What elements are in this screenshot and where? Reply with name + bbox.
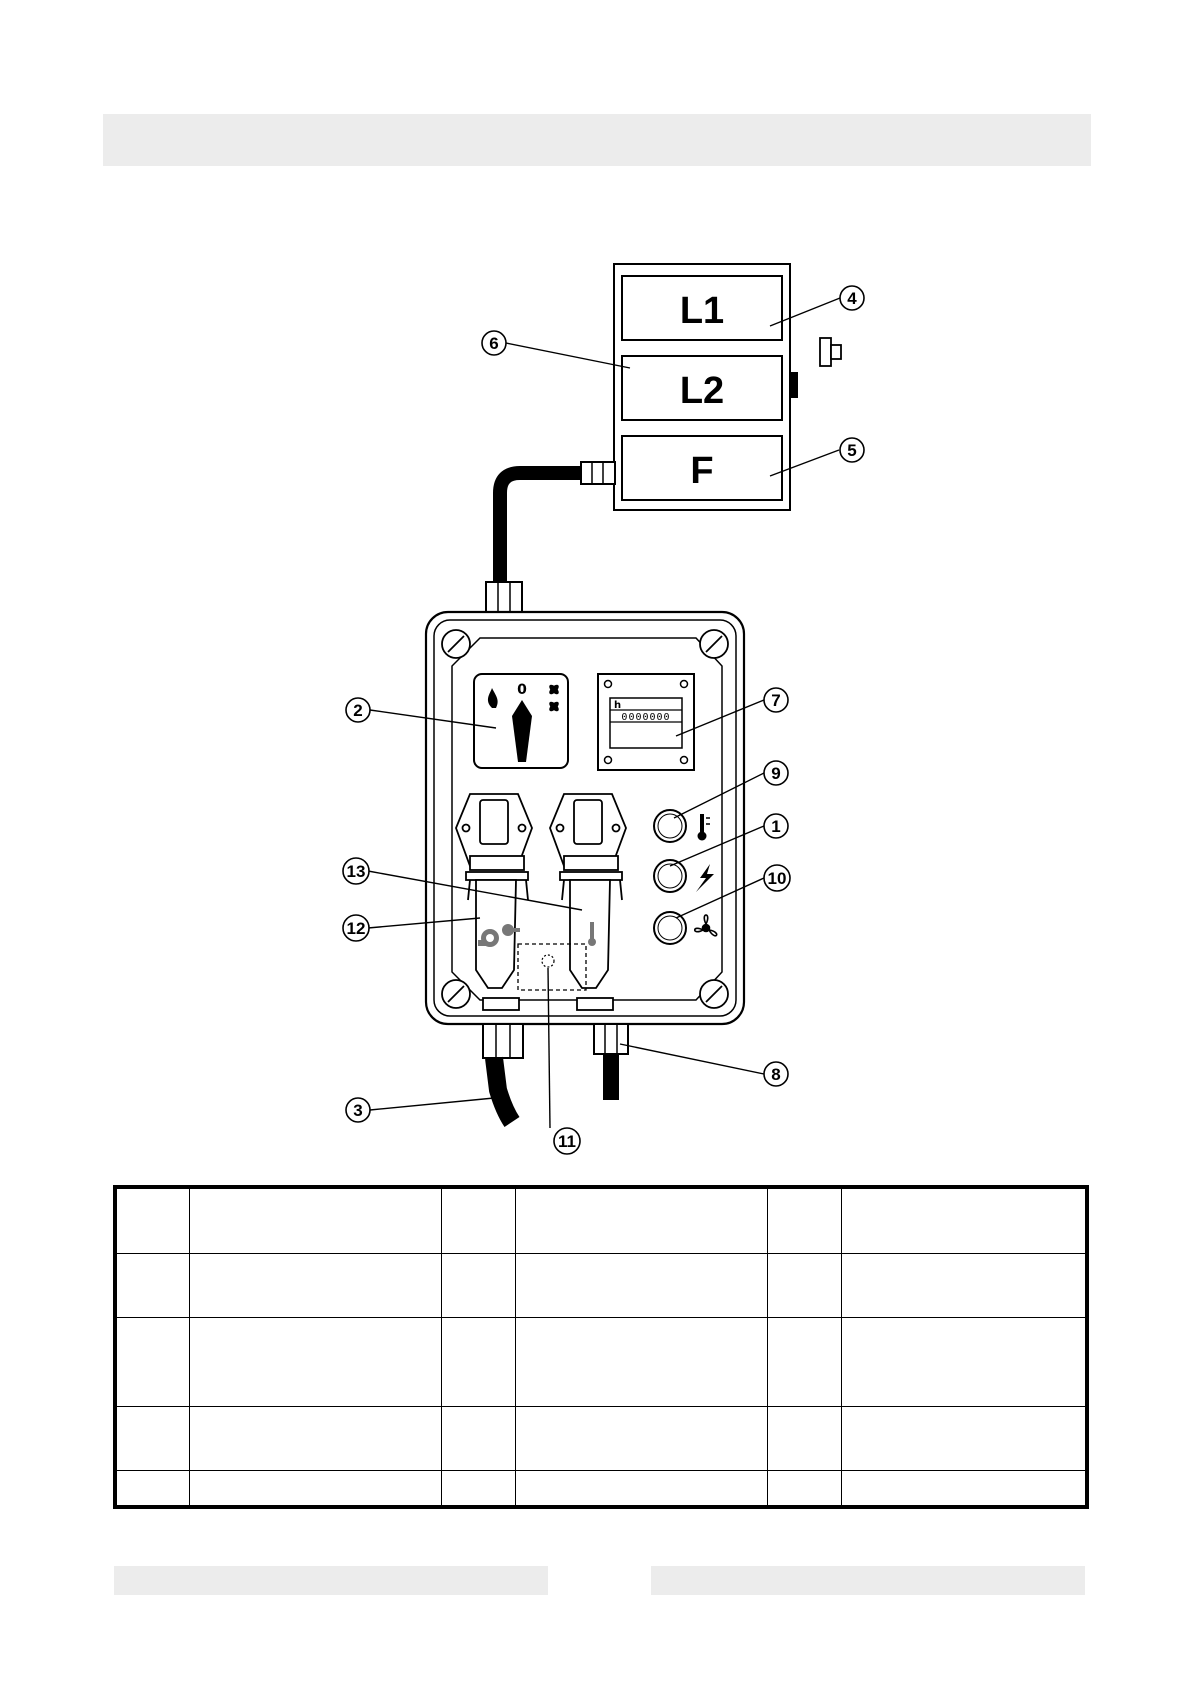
svg-text:11: 11 (558, 1132, 576, 1151)
hour-counter: h 0000000 (597, 673, 695, 771)
switch-knob (512, 700, 532, 762)
remote-panel: L1 L2 F (613, 263, 842, 511)
l2-box (621, 355, 783, 421)
table-row (114, 1186, 1088, 1254)
l2-label: L2 (680, 370, 724, 412)
header-bar (103, 114, 1091, 166)
footer-bar-left (114, 1566, 548, 1595)
callout-3: 3 (345, 1097, 371, 1123)
callout-12: 12 (342, 914, 370, 942)
callout-4: 4 (839, 285, 865, 311)
right-plug-connector (549, 793, 627, 1011)
svg-text:4: 4 (847, 289, 857, 308)
callout-11: 11 (553, 1127, 581, 1155)
callout-6: 6 (481, 330, 507, 356)
fan-icon (549, 684, 559, 712)
callout-10: 10 (763, 864, 791, 892)
f-box (621, 435, 783, 501)
counter-unit: h (614, 700, 621, 711)
callout-5: 5 (839, 437, 865, 463)
callouts: 4 5 6 2 7 9 1 10 13 12 8 3 11 (342, 285, 865, 1155)
table-row (114, 1470, 1088, 1508)
callout-9: 9 (763, 760, 789, 786)
left-plug-connector (455, 793, 533, 1011)
callout-13: 13 (342, 857, 370, 885)
svg-text:6: 6 (489, 334, 498, 353)
l1-label: L1 (680, 290, 724, 332)
propeller-icon (693, 914, 718, 937)
footer-bar-right (651, 1566, 1085, 1595)
svg-text:2: 2 (353, 701, 362, 720)
internal-fuse (517, 943, 587, 991)
callout-8: 8 (763, 1061, 789, 1087)
reset-button (790, 372, 798, 398)
table-row (114, 1317, 1088, 1407)
selector-switch: 0 (473, 673, 569, 769)
leader-lines (367, 297, 841, 1129)
thermometer-icon-small (588, 922, 596, 946)
svg-text:13: 13 (347, 862, 366, 881)
switch-zero-label: 0 (517, 682, 527, 698)
svg-text:12: 12 (347, 919, 366, 938)
push-button-icon (819, 337, 842, 367)
counter-digits: 0000000 (621, 712, 670, 723)
callout-1: 1 (763, 813, 789, 839)
svg-text:9: 9 (771, 764, 780, 783)
corner-screws (441, 629, 729, 1009)
burner-icon (478, 924, 520, 947)
bottom-glands (482, 1023, 629, 1127)
svg-text:3: 3 (353, 1101, 362, 1120)
svg-text:5: 5 (847, 441, 856, 460)
indicator-lamps (653, 809, 718, 945)
f-label: F (690, 450, 713, 492)
svg-text:8: 8 (771, 1065, 780, 1084)
table-row (114, 1252, 1088, 1319)
control-box-diagram: L1 L2 F 0 (342, 263, 865, 1155)
callout-7: 7 (763, 687, 789, 713)
svg-text:1: 1 (771, 817, 780, 836)
callout-2: 2 (345, 697, 371, 723)
thermometer-icon (697, 814, 710, 841)
svg-text:10: 10 (768, 869, 787, 888)
lightning-icon (696, 864, 714, 892)
flame-icon (487, 688, 498, 708)
table-row (114, 1405, 1088, 1472)
l1-box (621, 275, 783, 341)
svg-text:7: 7 (771, 691, 780, 710)
connecting-cable (485, 461, 616, 613)
legend-table (113, 1185, 1089, 1509)
